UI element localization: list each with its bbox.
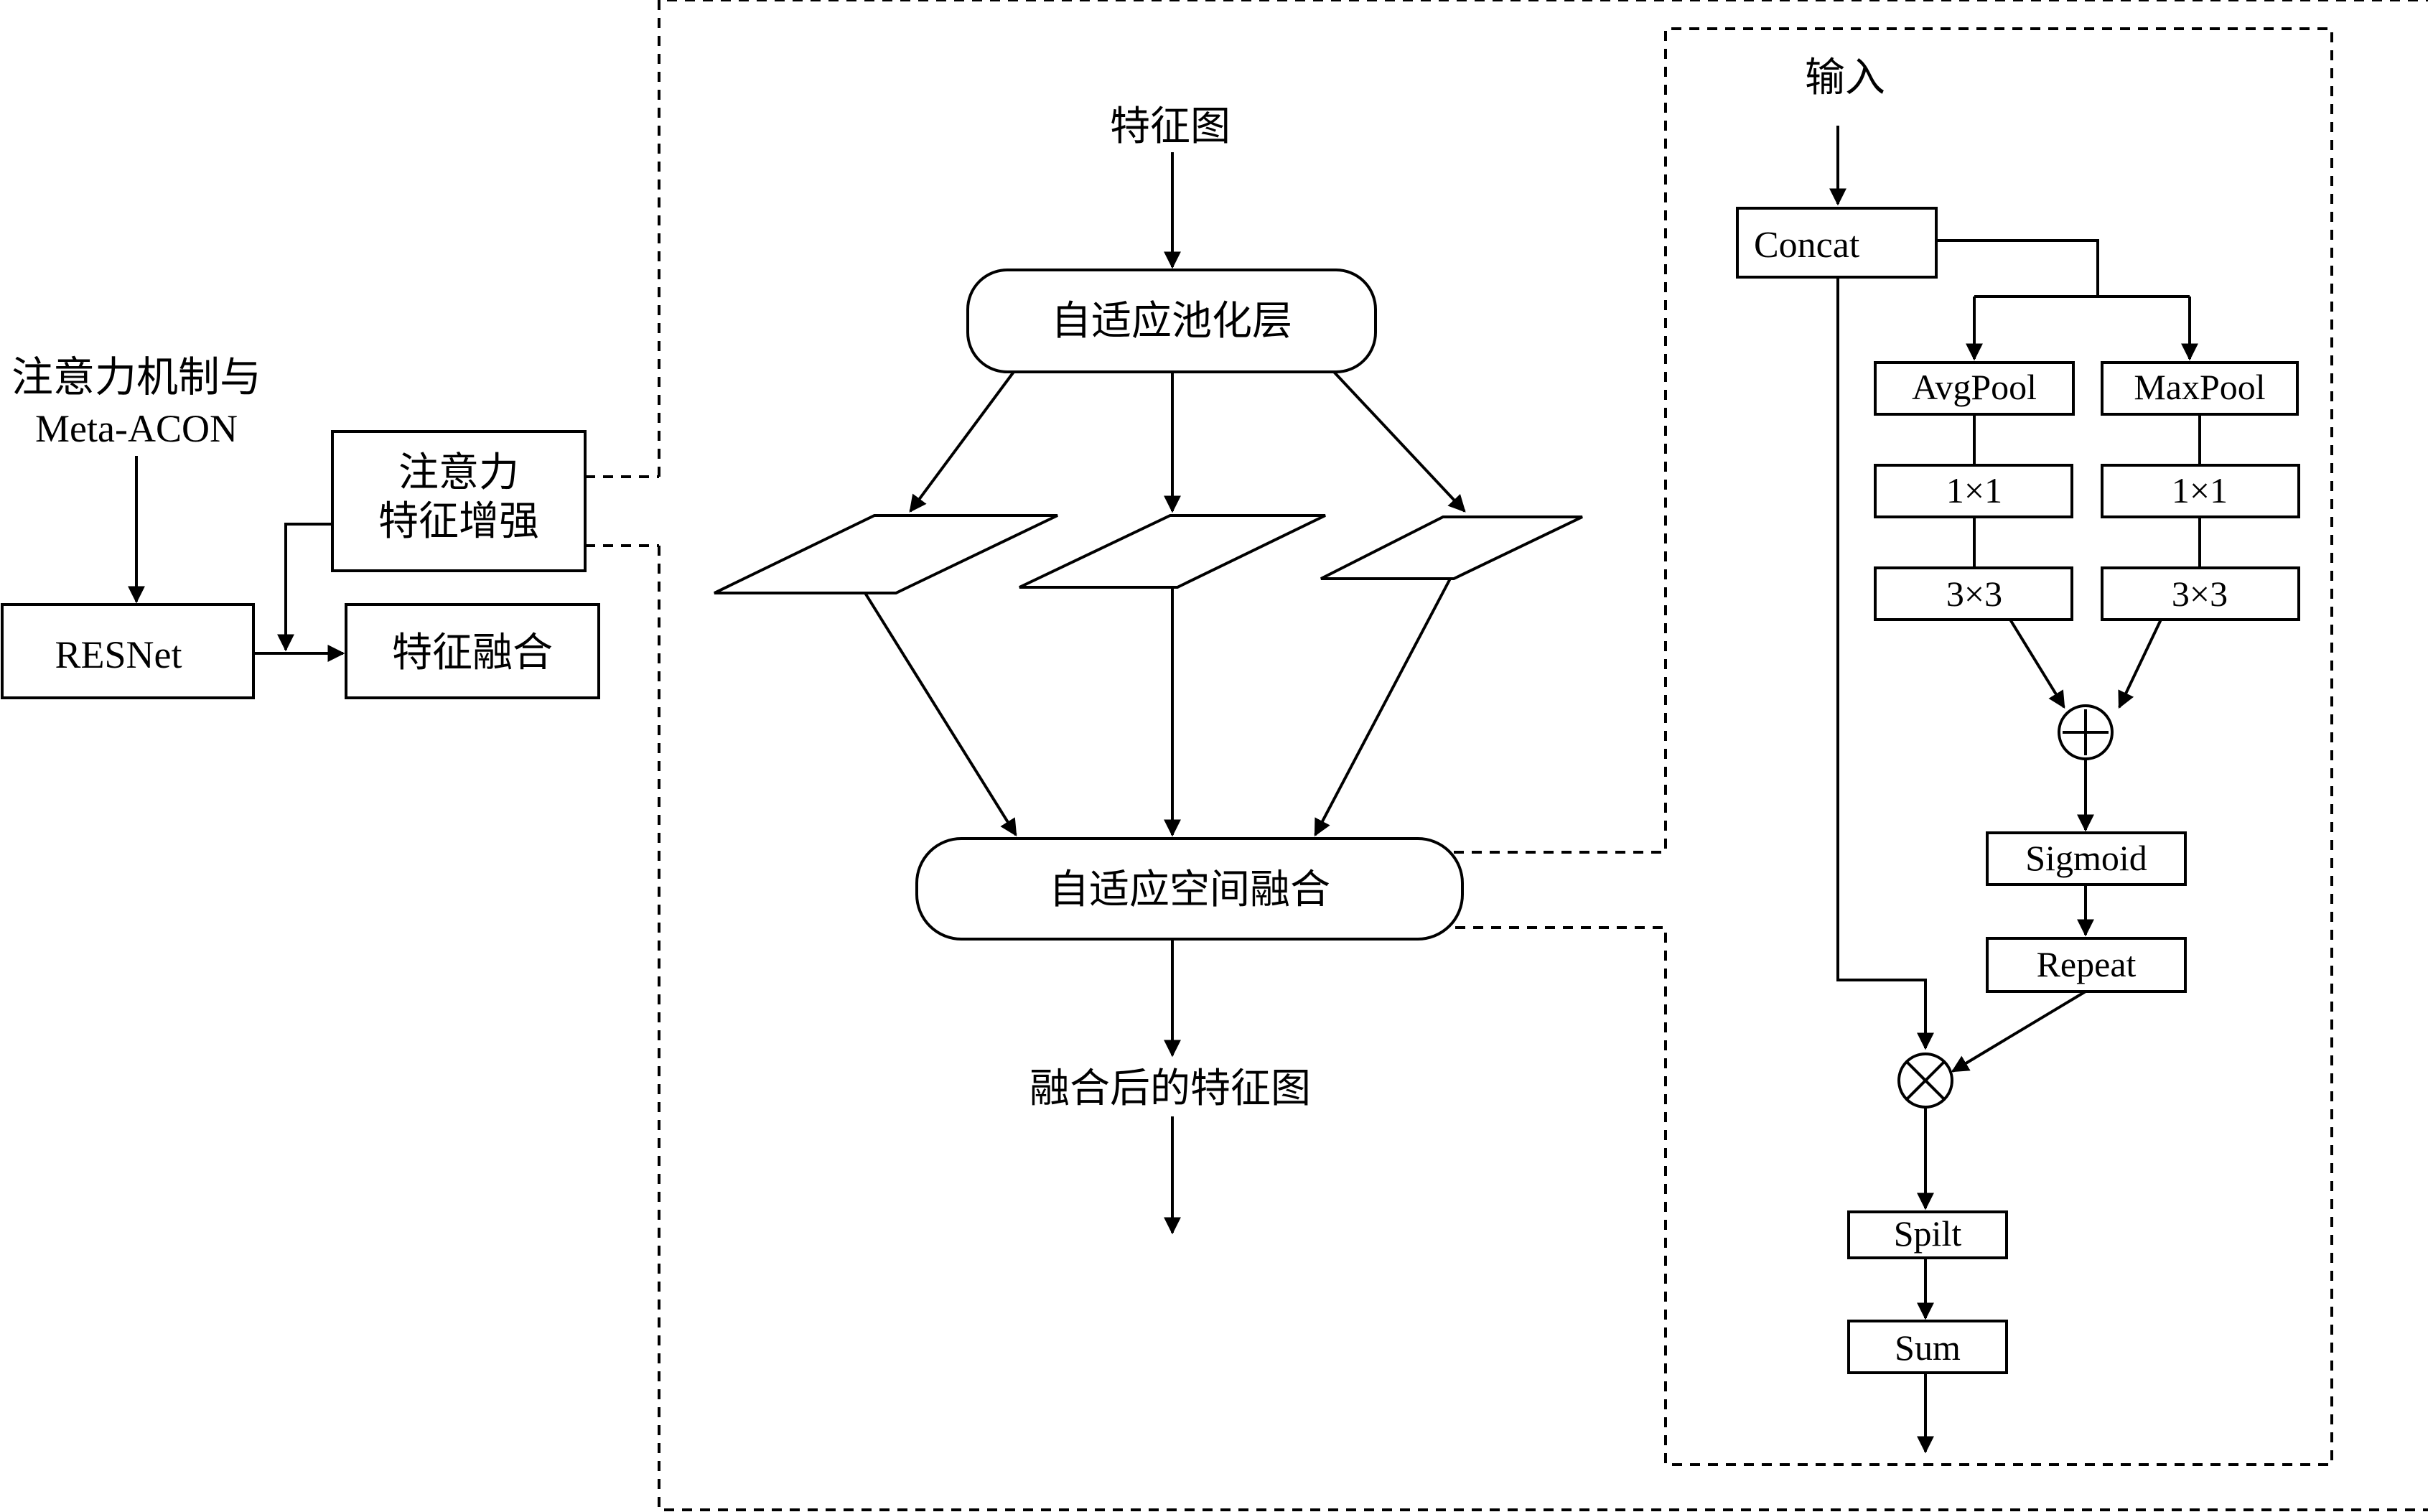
left-plane-to-fusion-arrow bbox=[864, 592, 1017, 837]
pool-to-left-plane-arrow bbox=[909, 370, 1015, 513]
multiply-icon bbox=[1897, 1053, 1953, 1109]
avgpool-label: AvgPool bbox=[1912, 367, 2037, 407]
feature-map-label: 特征图 bbox=[1110, 105, 1231, 149]
left-section: 注意力机制与 Meta-ACON RESNet 注意力 特征增强 特征融合 bbox=[1, 354, 600, 699]
sigmoid-box bbox=[1986, 831, 2187, 886]
conv3x3-right-box bbox=[2101, 566, 2300, 621]
conv3-left-to-add-arrow bbox=[2009, 618, 2065, 709]
attention-label-line1: 注意力 bbox=[398, 451, 519, 495]
dashed-frames bbox=[585, 0, 2428, 1511]
feature-plane-middle bbox=[1019, 514, 1326, 589]
adaptive-spatial-fusion-box bbox=[915, 837, 1464, 941]
resnet-box bbox=[1, 603, 255, 699]
resnet-label: RESNet bbox=[55, 633, 182, 676]
right-panel-frame bbox=[1454, 27, 2333, 1466]
maxpool-box bbox=[2101, 361, 2299, 416]
feature-fusion-box bbox=[345, 603, 600, 699]
conv3-right-to-add-arrow bbox=[2118, 619, 2162, 709]
feature-fusion-label: 特征融合 bbox=[392, 631, 553, 676]
repeat-label: Repeat bbox=[2037, 944, 2137, 984]
attention-label-line2: 特征增强 bbox=[378, 500, 539, 544]
fused-feature-map-label: 融合后的特征图 bbox=[1029, 1067, 1311, 1111]
middle-panel-frame bbox=[585, 0, 2428, 1511]
mechanism-label-line1: 注意力机制与 bbox=[11, 354, 261, 401]
right-plane-to-fusion-arrow bbox=[1314, 578, 1452, 837]
concat-label: Concat bbox=[1754, 225, 1860, 266]
concat-skip-arrow bbox=[1836, 277, 1934, 1050]
split-label: Spilt bbox=[1894, 1213, 1962, 1254]
feature-plane-left bbox=[714, 514, 1058, 594]
adaptive-spatial-fusion-label: 自适应空间融合 bbox=[1049, 868, 1330, 913]
sum-label: Sum bbox=[1895, 1327, 1961, 1368]
conv3x3-left-label: 3×3 bbox=[1946, 574, 2002, 614]
attention-to-fusion-arrow bbox=[277, 523, 332, 652]
maxpool-label: MaxPool bbox=[2134, 367, 2265, 407]
conv3x3-right-label: 3×3 bbox=[2172, 574, 2228, 614]
concat-branch-line bbox=[1936, 239, 2099, 297]
repeat-to-multiply-arrow bbox=[1951, 990, 2087, 1073]
middle-section: 特征图 自适应池化层 自适应空间融合 融合后的特征图 bbox=[714, 105, 1583, 1235]
attention-enhance-box bbox=[331, 430, 587, 572]
adaptive-pooling-label: 自适应池化层 bbox=[1051, 299, 1292, 344]
mechanism-label-line2: Meta-ACON bbox=[35, 407, 238, 450]
conv1x1-left-label: 1×1 bbox=[1946, 470, 2002, 510]
right-input-label: 输入 bbox=[1805, 56, 1885, 101]
pool-to-right-plane-arrow bbox=[1332, 370, 1466, 513]
split-box bbox=[1847, 1210, 2008, 1259]
conv1x1-right-label: 1×1 bbox=[2172, 470, 2228, 510]
conv3x3-left-box bbox=[1874, 566, 2073, 621]
feature-plane-right bbox=[1320, 515, 1583, 580]
repeat-box bbox=[1986, 937, 2187, 993]
concat-box bbox=[1736, 207, 1938, 279]
add-icon bbox=[2058, 704, 2114, 760]
sigmoid-label: Sigmoid bbox=[2025, 838, 2147, 878]
right-section: 输入 Concat AvgPool MaxPool 1×1 1×1 3×3 3×… bbox=[1736, 56, 2300, 1454]
sum-box bbox=[1847, 1320, 2008, 1374]
